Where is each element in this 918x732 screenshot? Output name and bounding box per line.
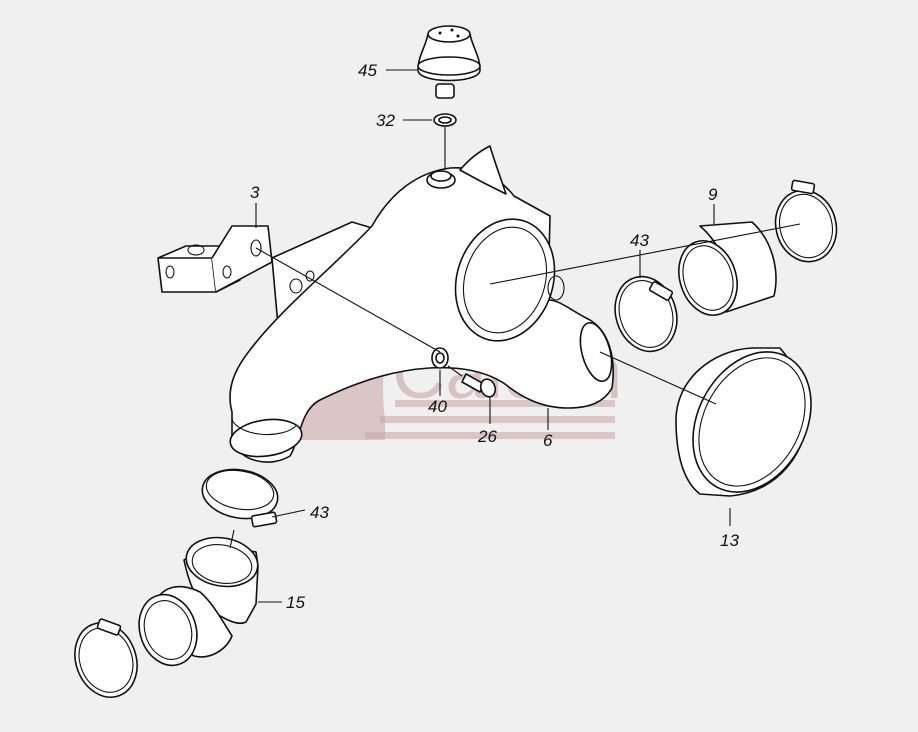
part-13-cover bbox=[675, 347, 812, 497]
leader-lines bbox=[229, 69, 801, 603]
part-40-washer bbox=[431, 347, 449, 369]
part-43-clamp-bottom bbox=[201, 468, 279, 528]
callout-43-top: 43 bbox=[630, 231, 649, 250]
part-43-clamp-top bbox=[614, 275, 678, 353]
part-32-washer bbox=[433, 113, 457, 127]
part-9-sleeve bbox=[678, 221, 777, 316]
callout-6: 6 bbox=[543, 431, 553, 450]
callout-15: 15 bbox=[286, 593, 305, 612]
callout-43-bottom: 43 bbox=[310, 503, 329, 522]
part-3-bracket bbox=[157, 225, 273, 293]
part-45-cap bbox=[417, 25, 481, 99]
callout-32: 32 bbox=[376, 111, 395, 130]
callout-26: 26 bbox=[477, 427, 497, 446]
part-26-bolt bbox=[461, 373, 497, 398]
callout-3: 3 bbox=[250, 183, 260, 202]
part-15-hose bbox=[138, 536, 259, 667]
callout-9: 9 bbox=[708, 185, 718, 204]
part-clamp-bottom-left bbox=[74, 618, 138, 698]
part-6-housing bbox=[229, 145, 614, 463]
callouts: 45 32 3 9 43 40 26 6 13 43 15 bbox=[250, 61, 739, 612]
callout-13: 13 bbox=[720, 531, 739, 550]
part-clamp-right bbox=[774, 179, 838, 263]
callout-40: 40 bbox=[428, 397, 447, 416]
callout-45: 45 bbox=[358, 61, 377, 80]
